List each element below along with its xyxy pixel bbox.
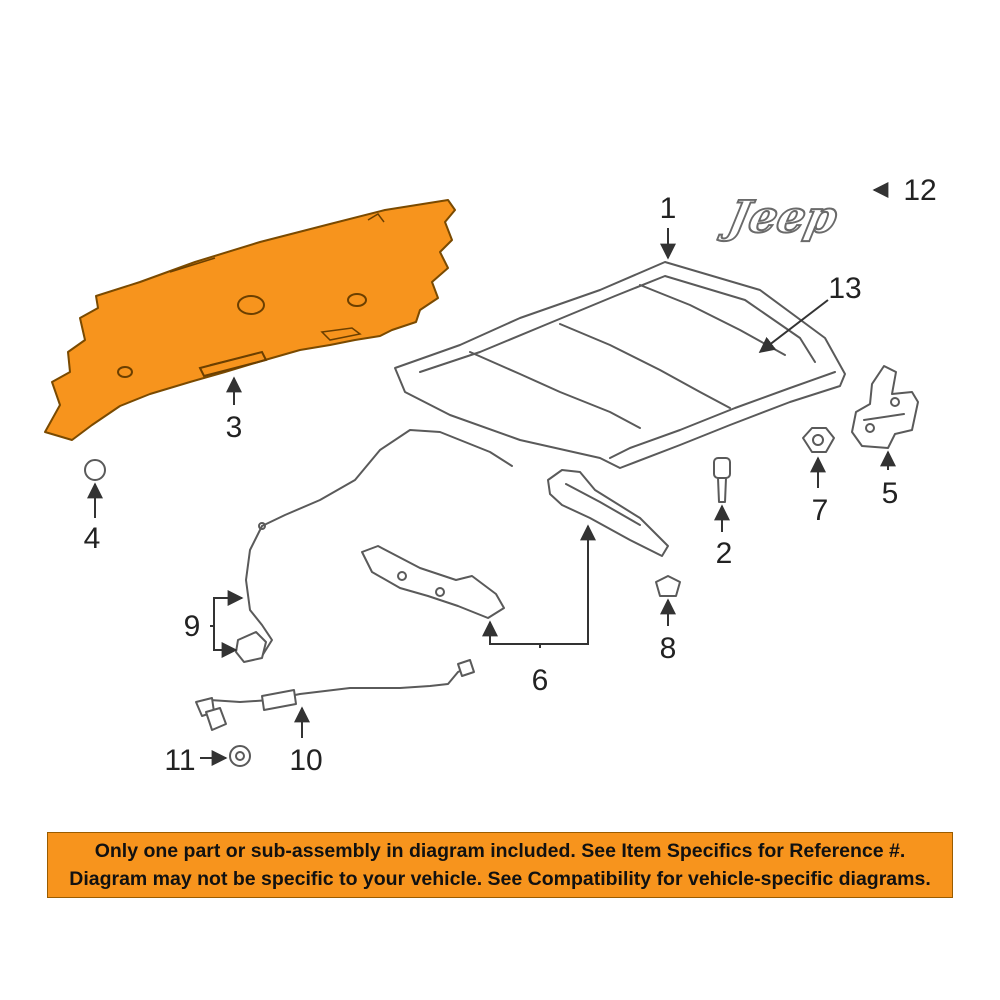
emblem-lettering: Jeep [716,191,841,242]
leader-lines [87,182,896,766]
hood-seal-6 [361,469,669,619]
jeep-emblem: Jeep [715,190,842,243]
hood-insulator-shape [44,199,456,441]
callout-1: 1 [660,192,677,225]
callout-8: 8 [660,632,677,665]
release-handle-10 [195,659,475,731]
release-cable-9 [235,429,513,663]
callout-11: 11 [164,744,195,777]
bumper-stop-2 [713,457,731,503]
hood-insulator-pad [44,199,456,441]
callout-9: 9 [184,610,201,643]
callout-2: 2 [716,537,733,570]
callout-3: 3 [226,411,243,444]
callout-6: 6 [532,664,549,697]
grommet-4 [84,459,106,481]
nut-7 [802,427,835,453]
disclaimer-banner: Only one part or sub-assembly in diagram… [47,832,953,898]
callout-5: 5 [882,477,899,510]
callout-13: 13 [828,272,861,305]
callout-7: 7 [812,494,829,527]
hood-panel [394,261,846,469]
callout-4: 4 [84,522,101,555]
retainer-11 [229,745,251,767]
disclaimer-line-1: Only one part or sub-assembly in diagram… [94,840,906,862]
clip-8 [655,575,681,597]
callout-10: 10 [289,744,322,777]
disclaimer-line-2: Diagram may not be specific to your vehi… [69,868,931,890]
hood-hinge-5 [851,365,919,449]
callout-12: 12 [903,174,936,207]
